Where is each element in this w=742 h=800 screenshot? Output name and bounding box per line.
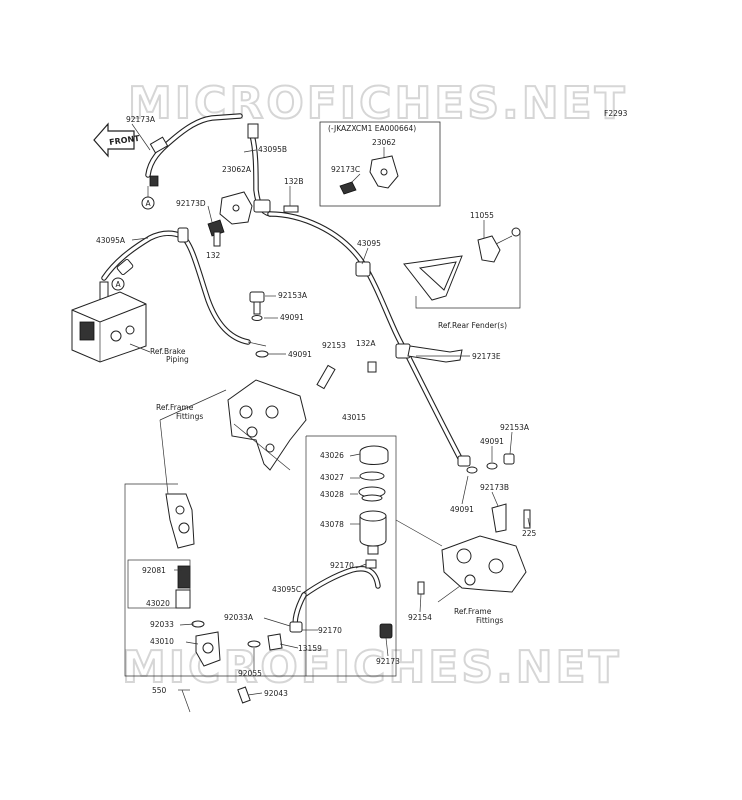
inset-label-92173c: 92173C	[331, 165, 360, 174]
label-49091-right: 49091	[480, 437, 504, 446]
label-132: 132	[206, 251, 221, 260]
ref-frame-fittings-left-line2: Fittings	[176, 412, 203, 421]
label-43010: 43010	[150, 637, 174, 646]
label-23062a: 23062A	[222, 165, 252, 174]
label-92153a-top: 92153A	[278, 291, 308, 300]
label-550: 550	[152, 686, 167, 695]
label-92173e: 92173E	[472, 352, 501, 361]
label-92043: 92043	[264, 689, 288, 698]
label-49091-top: 49091	[280, 313, 304, 322]
abs-unit	[71, 291, 147, 363]
master-cylinder-body	[165, 493, 283, 713]
label-11055: 11055	[470, 211, 494, 220]
label-132b: 132B	[284, 177, 303, 186]
label-43095b: 43095B	[258, 145, 287, 154]
label-43095a: 43095A	[96, 236, 126, 245]
label-225: 225	[522, 529, 537, 538]
ref-frame-fittings-right-line2: Fittings	[476, 616, 503, 625]
label-49091-mid: 49091	[288, 350, 312, 359]
callout-a-left-letter: A	[116, 280, 122, 289]
label-13159: 13159	[298, 644, 322, 653]
front-label: FRONT	[109, 134, 141, 147]
label-92033: 92033	[150, 620, 174, 629]
label-43095: 43095	[357, 239, 381, 248]
label-92173d: 92173D	[176, 199, 206, 208]
label-43026: 43026	[320, 451, 344, 460]
ref-frame-fittings-left-line1: Ref.Frame	[156, 403, 194, 412]
ref-brake-piping-line2: Piping	[166, 355, 189, 364]
watermark-top: MICROFICHES.NET	[128, 78, 628, 129]
label-92170-a: 92170	[330, 561, 354, 570]
diagram-code: F2293	[604, 109, 628, 118]
master-cylinder-bracket	[227, 379, 307, 471]
label-43028: 43028	[320, 490, 344, 499]
inset-title: (-JKAZXCM1 EA000664)	[328, 124, 416, 133]
label-43027: 43027	[320, 473, 344, 482]
label-92173: 92173	[376, 657, 400, 666]
label-43015: 43015	[342, 413, 366, 422]
inset-label-23062: 23062	[372, 138, 396, 147]
inset-variant-box: (-JKAZXCM1 EA000664) 23062 92173C	[319, 121, 441, 207]
label-49091-right2: 49091	[450, 505, 474, 514]
label-43078: 43078	[320, 520, 344, 529]
label-92081: 92081	[142, 566, 166, 575]
label-92154: 92154	[408, 613, 432, 622]
right-frame-fitting	[441, 535, 527, 593]
label-43020: 43020	[146, 599, 170, 608]
ref-frame-fittings-right-line1: Ref.Frame	[454, 607, 492, 616]
callout-a-left	[111, 277, 125, 291]
label-132a: 132A	[356, 339, 376, 348]
label-92153: 92153	[322, 341, 346, 350]
label-92173b: 92173B	[480, 483, 509, 492]
front-arrow-icon: FRONT	[93, 122, 141, 158]
ref-brake-piping-line1: Ref.Brake	[150, 347, 186, 356]
label-92033a: 92033A	[224, 613, 254, 622]
ref-rear-fender: Ref.Rear Fender(s)	[438, 321, 507, 330]
label-92173a: 92173A	[126, 115, 156, 124]
label-92055: 92055	[238, 669, 262, 678]
label-92153a-right: 92153A	[500, 423, 530, 432]
callout-a-top-letter: A	[146, 199, 152, 208]
label-92170-b: 92170	[318, 626, 342, 635]
label-43095c: 43095C	[272, 585, 301, 594]
